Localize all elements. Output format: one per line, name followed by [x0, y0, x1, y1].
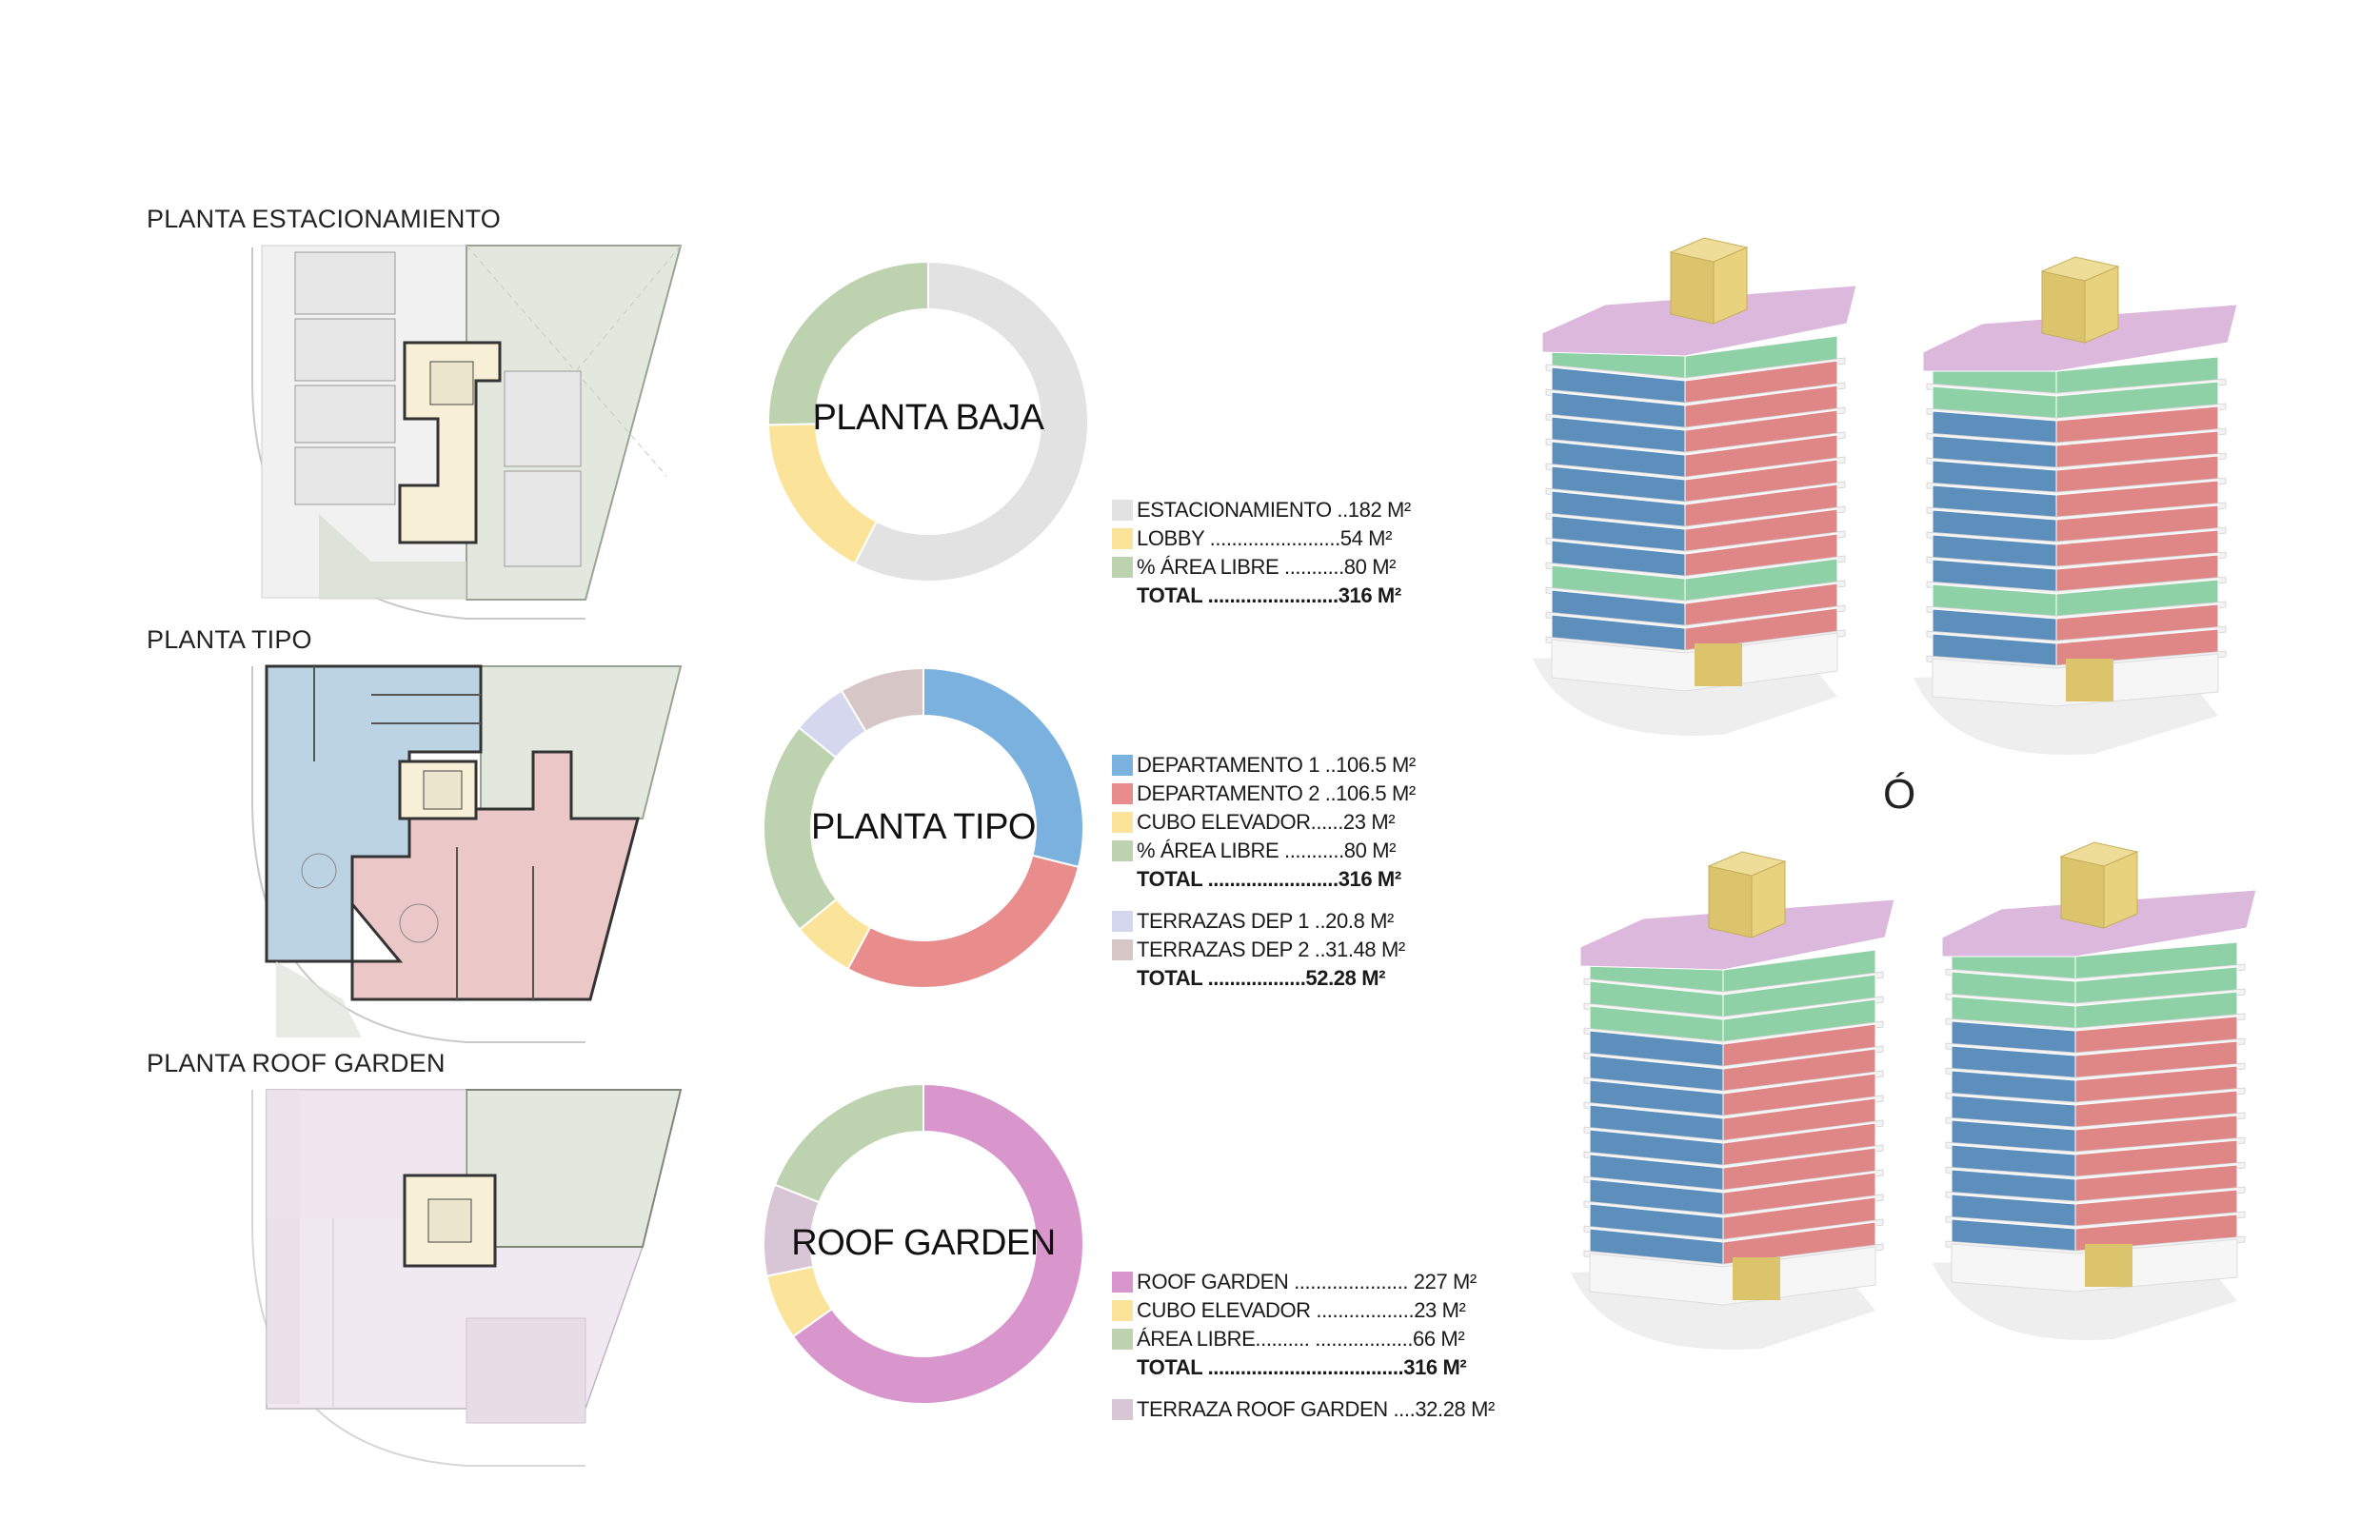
- plan-title-typical: PLANTA TIPO: [147, 625, 312, 654]
- tower-core-top: [2040, 256, 2120, 282]
- parking-floor-plan: [251, 245, 683, 620]
- tower-axonometric-option-2-front: [1571, 851, 1895, 1350]
- legend-swatch: [1112, 1300, 1133, 1321]
- tower-axonometric-option-2-section: [1933, 841, 2257, 1340]
- donut-label-planta-tipo: PLANTA TIPO: [811, 807, 1036, 847]
- donut-slice-rea-libre: [767, 260, 929, 426]
- donut-chart-roof-garden: [763, 1082, 1084, 1405]
- legend-text: % ÁREA LIBRE ...........80 M²: [1137, 555, 1397, 579]
- legend-text: % ÁREA LIBRE ...........80 M²: [1137, 839, 1397, 862]
- legend-row: ESTACIONAMIENTO ..182 M²: [1112, 496, 1411, 524]
- legend-total-text: TOTAL ..................................…: [1137, 1355, 1467, 1379]
- legend-swatch: [1112, 528, 1133, 549]
- donut-chart-planta-baja: [767, 260, 1089, 582]
- legend-swatch: [1112, 939, 1133, 960]
- legend-row: DEPARTAMENTO 1 ..106.5 M²: [1112, 751, 1416, 780]
- tower-core: [2060, 856, 2105, 929]
- legend-row: DEPARTAMENTO 2 ..106.5 M²: [1112, 780, 1416, 808]
- legend-text: ÁREA LIBRE.......... ..................6…: [1137, 1327, 1465, 1351]
- legend-text: TERRAZAS DEP 1 ..20.8 M²: [1137, 909, 1394, 933]
- legend-roof-garden: ROOF GARDEN ..................... 227 M²…: [1112, 1268, 1495, 1424]
- donut-slice-departamento-1: [922, 666, 1084, 869]
- plan-title-parking: PLANTA ESTACIONAMIENTO: [147, 205, 501, 233]
- tower-axonometric-option-1-section: [1914, 256, 2238, 755]
- legend-text: TERRAZAS DEP 2 ..31.48 M²: [1137, 938, 1405, 961]
- donut-chart-planta-tipo: [763, 666, 1084, 989]
- legend-gap: [1112, 894, 1416, 907]
- or-separator: Ó: [1883, 771, 1916, 818]
- legend-row: LOBBY ........................54 M²: [1112, 524, 1411, 553]
- legend-text: TERRAZA ROOF GARDEN ....32.28 M²: [1137, 1397, 1495, 1421]
- legend-row: TOTAL ..................................…: [1112, 1353, 1495, 1382]
- legend-row: ROOF GARDEN ..................... 227 M²: [1112, 1268, 1495, 1296]
- roof-floor-plan: [251, 1089, 683, 1467]
- legend-total-text: TOTAL ..................52.28 M²: [1137, 966, 1386, 990]
- legend-text: ROOF GARDEN ..................... 227 M²: [1137, 1270, 1477, 1293]
- legend-text: LOBBY ........................54 M²: [1137, 526, 1393, 550]
- legend-swatch: [1112, 783, 1133, 804]
- legend-swatch: [1112, 840, 1133, 861]
- plan-title-roof: PLANTA ROOF GARDEN: [147, 1049, 446, 1077]
- legend-row: % ÁREA LIBRE ...........80 M²: [1112, 837, 1416, 865]
- legend-total-text: TOTAL ........................316 M²: [1137, 583, 1401, 607]
- tower-core-top: [2059, 841, 2139, 867]
- legend-gap: [1112, 1382, 1495, 1395]
- legend-swatch: [1112, 755, 1133, 776]
- legend-row: ÁREA LIBRE.......... ..................6…: [1112, 1325, 1495, 1353]
- legend-row: TOTAL ........................316 M²: [1112, 582, 1411, 610]
- legend-row: CUBO ELEVADOR......23 M²: [1112, 808, 1416, 837]
- donut-slice-lobby: [767, 423, 879, 565]
- legend-row: CUBO ELEVADOR ..................23 M²: [1112, 1296, 1495, 1325]
- tower-core: [1708, 865, 1753, 938]
- legend-text: DEPARTAMENTO 1 ..106.5 M²: [1137, 753, 1416, 777]
- legend-row: TOTAL ..................52.28 M²: [1112, 964, 1416, 993]
- legend-row: TOTAL ........................316 M²: [1112, 865, 1416, 894]
- tower-core-top: [1669, 237, 1749, 263]
- legend-row: TERRAZAS DEP 2 ..31.48 M²: [1112, 936, 1416, 964]
- legend-planta-baja: ESTACIONAMIENTO ..182 M² LOBBY ..........…: [1112, 496, 1411, 610]
- legend-swatch: [1112, 500, 1133, 521]
- legend-swatch: [1112, 1357, 1133, 1378]
- legend-swatch: [1112, 1399, 1133, 1420]
- legend-swatch: [1112, 968, 1133, 989]
- legend-row: TERRAZA ROOF GARDEN ....32.28 M²: [1112, 1395, 1495, 1424]
- legend-row: TERRAZAS DEP 1 ..20.8 M²: [1112, 907, 1416, 936]
- legend-text: DEPARTAMENTO 2 ..106.5 M²: [1137, 781, 1416, 805]
- legend-swatch: [1112, 812, 1133, 833]
- legend-swatch: [1112, 1272, 1133, 1293]
- legend-swatch: [1112, 557, 1133, 578]
- legend-text: CUBO ELEVADOR ..................23 M²: [1137, 1298, 1466, 1322]
- typical-floor-plan: [251, 664, 683, 1043]
- donut-slice-rea-libre: [773, 1082, 924, 1204]
- tower-core-top: [1707, 851, 1787, 877]
- legend-row: % ÁREA LIBRE ...........80 M²: [1112, 553, 1411, 582]
- legend-total-text: TOTAL ........................316 M²: [1137, 867, 1401, 891]
- legend-planta-tipo: DEPARTAMENTO 1 ..106.5 M² DEPARTAMENTO 2 …: [1112, 751, 1416, 993]
- legend-swatch: [1112, 585, 1133, 606]
- tower-lobby: [1733, 1257, 1780, 1300]
- donut-slice-terrazas-dep-2: [840, 666, 924, 733]
- donut-label-roof-garden: ROOF GARDEN: [791, 1223, 1056, 1263]
- donut-label-planta-baja: PLANTA BAJA: [812, 398, 1044, 438]
- legend-swatch: [1112, 1329, 1133, 1350]
- legend-text: CUBO ELEVADOR......23 M²: [1137, 810, 1396, 834]
- donut-slice-roof-garden: [791, 1082, 1084, 1405]
- legend-text: ESTACIONAMIENTO ..182 M²: [1137, 498, 1411, 522]
- donut-slice-estacionamiento: [853, 260, 1089, 582]
- tower-lobby: [2066, 659, 2113, 701]
- legend-swatch: [1112, 869, 1133, 890]
- tower-core: [2041, 270, 2086, 344]
- donut-slice-departamento-2: [846, 854, 1081, 989]
- tower-lobby: [2085, 1244, 2132, 1287]
- legend-swatch: [1112, 911, 1133, 932]
- tower-lobby: [1695, 643, 1742, 686]
- tower-axonometric-option-1-front: [1533, 237, 1857, 736]
- tower-core: [1670, 251, 1715, 325]
